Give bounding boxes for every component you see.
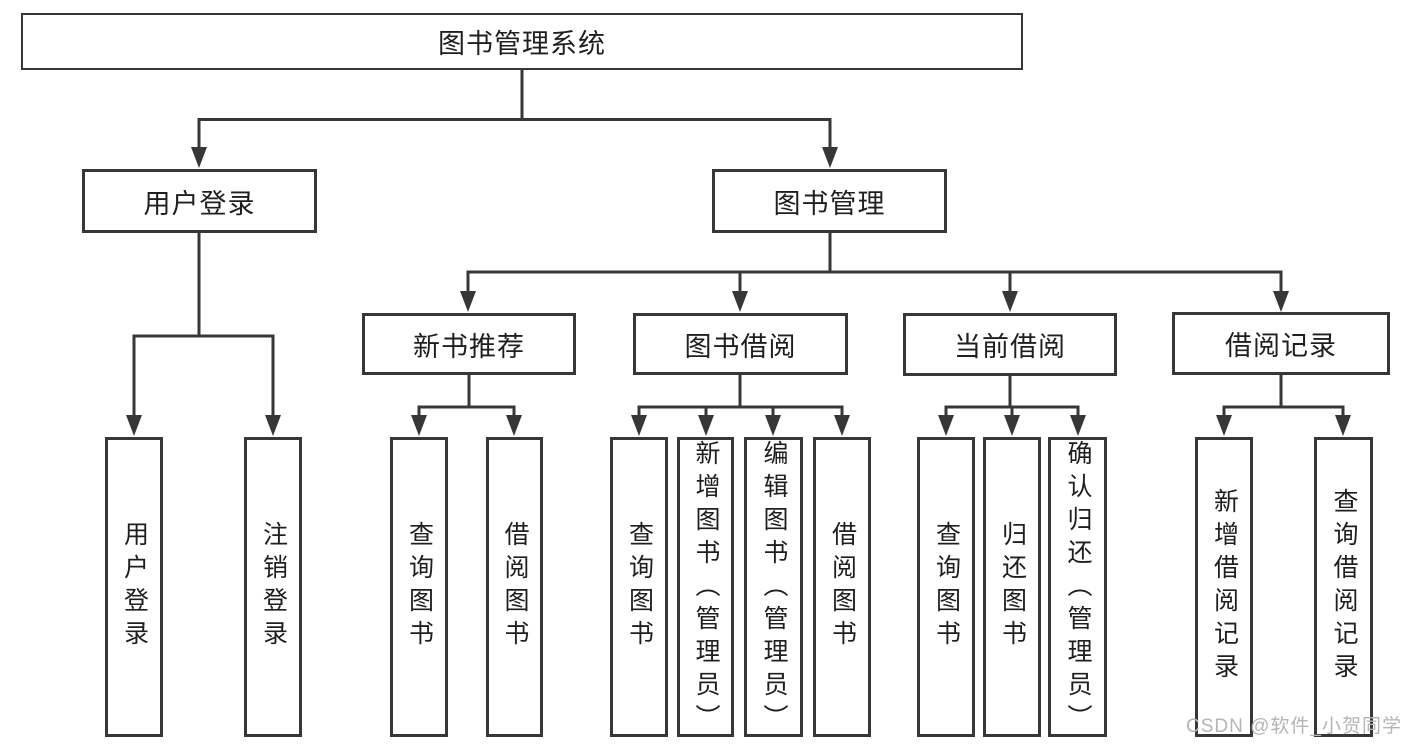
leaf-edit-books-admin: 编辑图书（管理员） [744,437,803,737]
leaf-add-books-admin-label: 新增图书（管理员） [692,440,720,737]
leaf-query-borrow-record-label: 查询借阅记录 [1330,488,1358,686]
leaf-add-borrow-record: 新增借阅记录 [1195,437,1253,737]
leaf-add-borrow-record-label: 新增借阅记录 [1210,488,1239,686]
leaf-borrow-books-borrowing-label: 借阅图书 [828,521,857,653]
leaf-return-books: 归还图书 [983,437,1041,737]
leaf-logout: 注销登录 [244,437,302,737]
connector-lines [132,70,1345,419]
leaf-user-login-label: 用户登录 [120,521,149,653]
connector-arrowheads [126,147,1351,436]
node-new-book-recommendation: 新书推荐 [362,313,576,375]
leaf-query-books-recommend-label: 查询图书 [405,521,434,653]
leaf-confirm-return-admin-label: 确认归还（管理员） [1064,440,1092,737]
leaf-confirm-return-admin: 确认归还（管理员） [1048,437,1107,737]
leaf-borrow-books-recommend-label: 借阅图书 [501,521,529,653]
leaf-borrow-books-borrowing: 借阅图书 [813,437,871,737]
leaf-user-login: 用户登录 [105,437,163,737]
leaf-add-books-admin: 新增图书（管理员） [677,437,734,737]
leaf-query-books-current-label: 查询图书 [932,521,961,653]
leaf-query-books-borrowing-label: 查询图书 [625,521,654,653]
node-current-borrowing: 当前借阅 [903,313,1117,376]
node-book-borrowing: 图书借阅 [633,313,848,375]
leaf-borrow-books-recommend: 借阅图书 [486,437,543,737]
leaf-edit-books-admin-label: 编辑图书（管理员） [760,440,788,737]
leaf-return-books-label: 归还图书 [998,521,1027,653]
csdn-watermark: CSDN @软件_小贺同学 [1186,716,1402,737]
node-borrowing-records: 借阅记录 [1172,312,1390,375]
node-book-management: 图书管理 [712,169,947,233]
node-library-management-system: 图书管理系统 [21,13,1023,70]
node-user-login: 用户登录 [82,169,317,233]
leaf-query-books-current: 查询图书 [917,437,975,737]
leaf-logout-label: 注销登录 [259,521,288,653]
leaf-query-borrow-record: 查询借阅记录 [1314,437,1373,737]
leaf-query-books-recommend: 查询图书 [390,437,448,737]
leaf-query-books-borrowing: 查询图书 [610,437,668,737]
